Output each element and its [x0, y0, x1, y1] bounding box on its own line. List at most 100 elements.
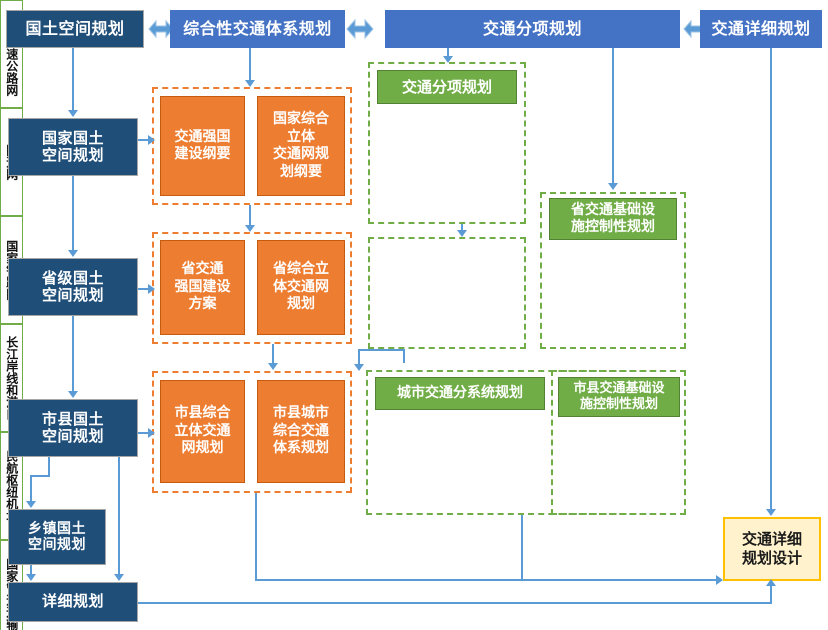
node-line-3: 规划	[287, 296, 315, 313]
node-transport-subplanning-title[interactable]: 交通分项规划	[377, 70, 517, 104]
node-urban-transport-subsystem-plan-title[interactable]: 城市交通分系统规划	[375, 377, 545, 410]
node-line-1: 市县城市	[273, 405, 329, 422]
node-transport-power-construction-outline[interactable]: 交通强国 建设纲要	[160, 96, 245, 196]
node-city-county-urban-comprehensive-transport-system-plan[interactable]: 市县城市 综合交通 体系规划	[257, 380, 345, 483]
group-province-subplan	[368, 237, 526, 349]
node-line-1: 国家综合	[273, 111, 329, 127]
connector-land-to-national	[72, 48, 74, 110]
node-line-1: 市县综合	[174, 405, 231, 422]
node-line-2: 施控制性规划	[571, 219, 655, 235]
header-item-transport-subplanning[interactable]: 交通分项规划	[385, 10, 680, 48]
connector-national-to-province	[72, 176, 74, 250]
connector-city-subsystem-to-yellow-v	[521, 515, 523, 579]
connector-township-to-detail	[30, 565, 32, 574]
connector-detailplan-to-yellow	[770, 48, 772, 509]
node-line-1: 国家国土	[41, 128, 104, 147]
node-line-2: 立体交通	[174, 422, 231, 439]
arrowhead-city-to-township	[26, 501, 36, 508]
double-arrow-icon-2	[345, 16, 375, 42]
arrowhead-detailplan-to-yellow	[766, 509, 776, 516]
node-line-4: 划纲要	[280, 163, 322, 180]
connector-detail-to-yellow-v	[770, 585, 772, 603]
group-national-orange	[152, 87, 352, 205]
node-line-2: 综合交通	[273, 422, 329, 439]
connector-orange2-to-orange3	[272, 344, 274, 363]
group-city-infra-control	[551, 370, 686, 515]
header-item-comprehensive-transport-system-planning[interactable]: 综合性交通体系规划	[170, 10, 345, 48]
node-transport-detailed-planning-design[interactable]: 交通详细 规划设计	[723, 517, 821, 581]
connector-city-to-township-v2	[30, 475, 32, 501]
node-line-2: 空间规划	[41, 427, 104, 445]
arrowhead-orange1-to-orange2	[245, 225, 255, 232]
connector-orange3-to-yellow-v	[255, 493, 257, 579]
connector-green2-down-v1	[403, 349, 405, 363]
node-line-3: 网规划	[181, 440, 224, 457]
node-line-1: 交通详细	[741, 530, 802, 549]
connector-city-to-detail	[118, 457, 120, 574]
arrowhead-city-to-detail	[114, 574, 124, 581]
connector-cts-to-orange1	[249, 48, 251, 80]
node-line-3: 方案	[188, 296, 217, 313]
node-national-comprehensive-3d-transport-network-outline[interactable]: 国家综合 立体 交通网规 划纲要	[257, 96, 345, 196]
header-item-land-spatial-planning[interactable]: 国土空间规划	[6, 10, 144, 48]
node-line-1: 市县交通基础设	[573, 381, 665, 397]
arrowhead-township-to-detail	[26, 574, 36, 581]
node-city-county-land-spatial-planning[interactable]: 市县国土 空间规划	[8, 399, 138, 457]
connector-national-to-orange1	[138, 139, 150, 141]
connector-orange1-to-orange2	[249, 205, 251, 225]
group-province-infra-control	[540, 192, 686, 349]
connector-green1-to-green2	[461, 224, 463, 230]
node-line-1: 省交通基础设	[571, 202, 655, 219]
node-line-2: 建设纲要	[174, 146, 231, 162]
node-city-county-transport-infra-control-plan-title[interactable]: 市县交通基础设 施控制性规划	[558, 377, 680, 417]
arrowhead-green1-to-green2	[457, 230, 467, 237]
node-national-land-spatial-planning[interactable]: 国家国土 空间规划	[8, 118, 138, 176]
arrowhead-province-to-city	[68, 391, 78, 398]
connector-green2-down-v2	[358, 349, 360, 364]
node-line-2: 体交通网	[273, 278, 329, 295]
arrowhead-detail-to-yellow	[766, 579, 776, 586]
node-province-transport-power-construction-plan[interactable]: 省交通 强国建设 方案	[160, 240, 245, 335]
node-city-county-comprehensive-3d-transport-network-plan[interactable]: 市县综合 立体交通 网规划	[160, 380, 245, 483]
node-line-2: 立体	[287, 128, 315, 145]
connector-province-to-city	[72, 316, 74, 391]
connector-orange3-to-yellow-h	[255, 579, 720, 581]
arrowhead-cts-to-orange1	[245, 80, 255, 87]
node-line-1: 乡镇国土	[28, 520, 86, 537]
node-detailed-planning[interactable]: 详细规划	[8, 582, 138, 622]
node-line-2: 强国建设	[174, 278, 231, 295]
connector-subplan-to-province-infra	[612, 48, 614, 183]
arrowhead-orange3-to-yellow	[716, 575, 723, 585]
node-line-1: 省交通	[181, 261, 224, 278]
node-line-3: 体系规划	[273, 440, 329, 457]
node-province-comprehensive-3d-transport-network-plan[interactable]: 省综合立 体交通网 规划	[257, 240, 345, 335]
arrowhead-orange2-to-orange3	[268, 363, 278, 370]
node-line-1: 市县国土	[41, 409, 104, 428]
header-item-transport-detailed-planning[interactable]: 交通详细规划	[700, 10, 822, 48]
arrowhead-city-to-orange3	[148, 428, 155, 438]
node-line-2: 规划设计	[741, 549, 802, 567]
node-line-1: 省综合立	[273, 261, 329, 278]
group-national-subplan	[368, 62, 526, 224]
arrowhead-national-to-orange1	[148, 135, 155, 145]
arrowhead-subplan-to-green1	[443, 56, 453, 63]
connector-green2-down-h	[358, 349, 405, 351]
connector-province-to-orange2	[138, 288, 150, 290]
node-line-2: 空间规划	[41, 286, 104, 304]
arrowhead-land-to-national	[68, 110, 78, 117]
node-line-2: 施控制性规划	[579, 397, 658, 412]
node-line-3: 交通网规	[273, 146, 329, 162]
arrowhead-subplan-to-province-infra	[608, 183, 618, 190]
arrowhead-national-to-province	[68, 250, 78, 257]
node-provincial-land-spatial-planning[interactable]: 省级国土 空间规划	[8, 258, 138, 316]
connector-subplan-to-green1	[447, 48, 449, 56]
arrowhead-province-to-orange2	[148, 284, 155, 294]
node-line-1: 省级国土	[41, 268, 104, 287]
node-province-transport-infra-control-plan-title[interactable]: 省交通基础设 施控制性规划	[549, 198, 677, 240]
connector-city-to-township-h	[30, 475, 50, 477]
node-township-land-spatial-planning[interactable]: 乡镇国土 空间规划	[8, 509, 106, 565]
connector-city-to-orange3	[138, 432, 150, 434]
connector-detail-to-yellow-h	[138, 602, 772, 604]
connector-city-to-township-v1	[48, 457, 50, 475]
